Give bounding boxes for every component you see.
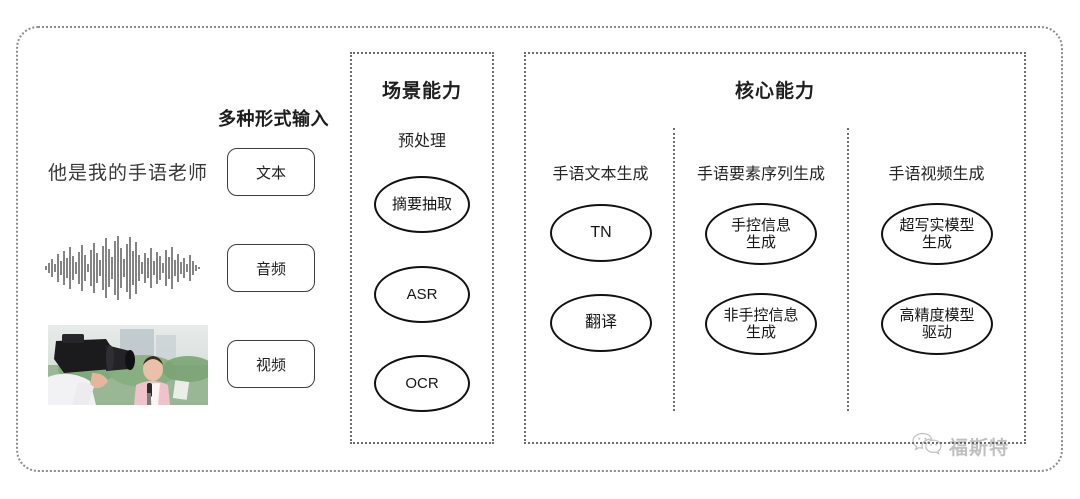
column-sign-video-generation-label: 手语视频生成 xyxy=(888,166,985,183)
node-ocr[interactable]: OCR xyxy=(374,355,470,412)
column-sign-element-sequence-generation: 手语要素序列生成 手控信息生成 非手控信息生成 xyxy=(675,52,847,444)
node-manual-signal-generation[interactable]: 手控信息生成 xyxy=(705,203,817,265)
input-pill-audio[interactable]: 音频 xyxy=(227,244,315,292)
node-high-precision-model-driving[interactable]: 高精度模型驱动 xyxy=(881,293,993,355)
sample-text: 他是我的手语老师 xyxy=(48,163,209,184)
column-sign-element-sequence-generation-label: 手语要素序列生成 xyxy=(696,166,825,183)
node-summary-extraction[interactable]: 摘要抽取 xyxy=(374,176,470,233)
watermark: 福斯特 xyxy=(912,432,1009,461)
panel-scene-title: 场景能力 xyxy=(381,81,462,102)
node-hyperrealistic-model-generation[interactable]: 超写实模型生成 xyxy=(881,203,993,265)
outer-frame xyxy=(16,26,1063,472)
column-preprocess-label: 预处理 xyxy=(397,133,446,150)
panel-core-title: 核心能力 xyxy=(734,81,815,102)
panel-core-capability: 核心能力 xyxy=(524,52,1026,444)
input-section-heading: 多种形式输入 xyxy=(218,109,329,129)
node-tn[interactable]: TN xyxy=(550,204,652,262)
watermark-text: 福斯特 xyxy=(949,438,1010,459)
core-column-divider-1 xyxy=(673,128,675,411)
column-preprocess: 预处理 摘要抽取 ASR OCR xyxy=(350,52,494,444)
node-non-manual-signal-generation[interactable]: 非手控信息生成 xyxy=(705,293,817,355)
core-column-divider-2 xyxy=(847,128,849,411)
input-pill-video[interactable]: 视频 xyxy=(227,340,315,388)
column-sign-video-generation: 手语视频生成 超写实模型生成 高精度模型驱动 xyxy=(849,52,1024,444)
audio-waveform-icon xyxy=(44,234,204,302)
wechat-icon xyxy=(912,432,942,461)
panel-scene-capability: 场景能力 xyxy=(350,52,494,444)
column-sign-text-generation-label: 手语文本生成 xyxy=(552,166,649,183)
node-asr[interactable]: ASR xyxy=(374,266,470,323)
video-thumbnail-icon xyxy=(48,325,208,405)
node-translation[interactable]: 翻译 xyxy=(550,294,652,352)
column-sign-text-generation: 手语文本生成 TN 翻译 xyxy=(528,52,673,444)
input-pill-text[interactable]: 文本 xyxy=(227,148,315,196)
